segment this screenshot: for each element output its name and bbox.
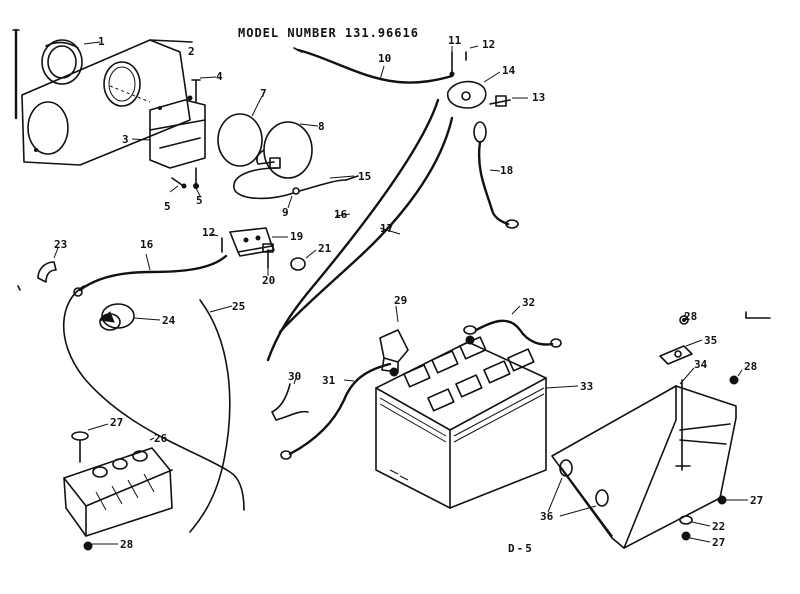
part-strap-30 — [271, 377, 309, 421]
part-screw-6 — [193, 167, 201, 197]
callout-20: 20 — [262, 274, 275, 287]
callout-16a: 16 — [334, 208, 348, 221]
callout-18: 18 — [500, 164, 513, 177]
callout-labels: 1 2 3 4 5 5 7 8 9 10 11 12 13 14 15 16 1… — [54, 34, 763, 551]
callout-5a: 5 — [164, 200, 171, 213]
part-solenoid-14 — [446, 71, 501, 109]
callout-12a: 12 — [482, 38, 495, 51]
callout-17: 17 — [380, 222, 393, 235]
part-plunger-20 — [262, 243, 274, 276]
part-battery-33 — [375, 335, 579, 509]
callout-26: 26 — [154, 432, 168, 445]
callout-28b: 28 — [684, 310, 697, 323]
callout-7: 7 — [260, 87, 267, 100]
part-nut-28 — [83, 541, 118, 551]
callout-22: 22 — [712, 520, 725, 533]
part-headlight-bezel — [41, 39, 101, 85]
part-screw-27-right — [717, 495, 748, 505]
callout-30: 30 — [288, 370, 301, 383]
part-screw-5 — [169, 177, 187, 193]
callout-27c: 27 — [712, 536, 725, 549]
part-clip-12 — [211, 233, 223, 253]
callout-23: 23 — [54, 238, 67, 251]
callout-2: 2 — [188, 45, 195, 58]
callout-12b: 12 — [202, 226, 215, 239]
callout-3: 3 — [122, 133, 129, 146]
callout-28c: 28 — [744, 360, 757, 373]
callout-29: 29 — [394, 294, 407, 307]
page-id: D-5 — [508, 542, 534, 555]
part-cable-10 — [293, 47, 454, 84]
callout-27a: 27 — [110, 416, 123, 429]
part-screw-4 — [187, 76, 217, 103]
part-boot-29 — [379, 305, 409, 373]
callout-5b: 5 — [196, 194, 203, 207]
part-ground-cable-18 — [473, 121, 519, 229]
part-lens — [217, 95, 263, 167]
part-screw-13 — [489, 95, 528, 107]
part-knob-21 — [290, 249, 317, 271]
part-washer-22 — [679, 515, 711, 527]
part-cable-17 — [278, 116, 454, 334]
part-terminal-11 — [449, 46, 455, 77]
callout-25: 25 — [232, 300, 245, 313]
part-terminal-12 — [465, 45, 479, 61]
callout-28a: 28 — [120, 538, 133, 551]
part-sealed-beam — [256, 121, 319, 179]
part-gauge-24 — [98, 303, 161, 331]
callout-4: 4 — [216, 70, 223, 83]
callout-13: 13 — [532, 91, 545, 104]
callout-9: 9 — [282, 206, 289, 219]
callout-33: 33 — [580, 380, 593, 393]
part-nut-36-upper — [679, 313, 689, 325]
part-bolts-36 — [547, 459, 609, 517]
callout-24: 24 — [162, 314, 176, 327]
callout-10a: 10 — [378, 52, 391, 65]
part-dash-panel — [21, 39, 193, 166]
part-rectifier-26 — [63, 437, 173, 537]
model-number-title: MODEL NUMBER 131.96616 — [238, 26, 419, 40]
part-clamp-35 — [659, 339, 703, 365]
callout-11: 11 — [448, 34, 462, 47]
callout-19: 19 — [290, 230, 303, 243]
callout-21a: 21 — [318, 242, 332, 255]
part-nut-28-upper — [729, 369, 743, 385]
callout-35: 35 — [704, 334, 717, 347]
part-cable-32 — [463, 305, 562, 348]
part-wire-25 — [62, 285, 245, 533]
callout-34: 34 — [694, 358, 708, 371]
callout-16b: 16 — [140, 238, 154, 251]
callout-32: 32 — [522, 296, 535, 309]
callout-15: 15 — [358, 170, 371, 183]
callout-27b: 27 — [750, 494, 763, 507]
part-screw-27 — [71, 423, 109, 463]
part-battery-tray-34 — [551, 367, 737, 549]
part-boot-23 — [37, 247, 59, 283]
callout-31: 31 — [322, 374, 336, 387]
part-harness-10-lower — [73, 253, 228, 297]
callout-14: 14 — [502, 64, 516, 77]
part-switch-19 — [229, 227, 288, 257]
part-cable-31 — [280, 362, 392, 460]
callout-8: 8 — [318, 120, 325, 133]
callout-1: 1 — [98, 35, 105, 48]
callout-36: 36 — [540, 510, 554, 523]
part-screw-27-bottom — [681, 531, 711, 543]
part-rod — [12, 28, 20, 120]
part-harness-15 — [233, 167, 359, 209]
part-bracket — [131, 99, 206, 169]
